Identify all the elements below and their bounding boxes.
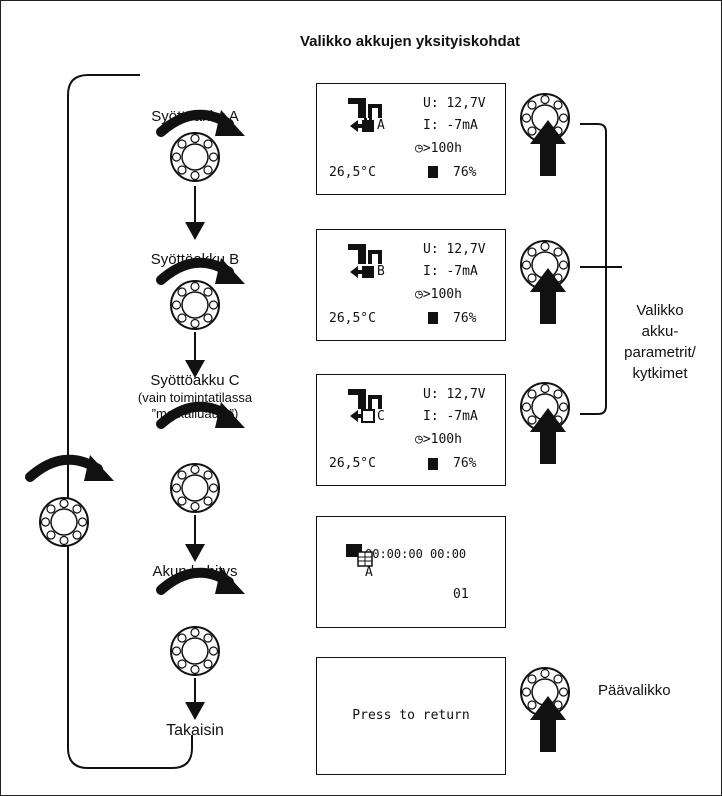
history-letter: A: [365, 565, 373, 580]
history-index: 01: [453, 587, 469, 602]
rotate-arrow-icon: [161, 110, 245, 136]
temperature-reading: 26,5°C: [329, 165, 376, 180]
battery-arrow-icon: [350, 266, 374, 278]
voltage-reading: U: 12,7V: [423, 242, 486, 257]
charger-icon: [348, 98, 382, 118]
lcd-screen-battery-a: U: 12,7V I: -7mA ◷>100h 26,5°C 76% A: [316, 83, 506, 195]
temperature-reading: 26,5°C: [329, 456, 376, 471]
history-timestamp: 00:00:00 00:00: [365, 547, 467, 561]
step-label-battery-c: Syöttöakku C: [150, 372, 240, 389]
time-remaining: ◷>100h: [415, 287, 462, 302]
bracket-line: [580, 123, 622, 415]
current-reading: I: -7mA: [423, 409, 478, 424]
charger-icon: [348, 244, 382, 264]
rotate-knob-icon: [39, 497, 89, 547]
lcd-screen-battery-c: U: 12,7V I: -7mA ◷>100h 26,5°C 76% C: [316, 374, 506, 486]
return-text: Press to return: [352, 708, 470, 723]
lcd-screen-return: Press to return: [316, 657, 506, 775]
parameter-menu-label-line: Valikko: [636, 302, 684, 319]
time-remaining: ◷>100h: [415, 432, 462, 447]
parameter-menu-label: Valikko akku- parametrit/ kytkimet: [610, 300, 710, 384]
battery-letter: A: [377, 118, 385, 133]
main-menu-label: Päävalikko: [598, 682, 671, 699]
voltage-reading: U: 12,7V: [423, 96, 486, 111]
parameter-menu-label-line: akku-: [641, 323, 679, 340]
step-note-line-1: (vain toimintatilassa: [137, 390, 253, 405]
diagram-title: Valikko akkujen yksityiskohdat: [299, 33, 521, 50]
current-reading: I: -7mA: [423, 264, 478, 279]
charge-icon: [428, 166, 438, 470]
rotate-arrow-icon: [30, 455, 114, 481]
battery-history-icon: [346, 544, 373, 567]
voltage-reading: U: 12,7V: [423, 387, 486, 402]
charge-level: 76%: [453, 311, 477, 326]
parameter-menu-label-line: kytkimet: [632, 365, 688, 382]
lcd-screen-history: 00:00:00 00:00 A 01: [316, 516, 506, 628]
rotate-knob-icon: [170, 463, 220, 513]
current-reading: I: -7mA: [423, 118, 478, 133]
battery-letter: C: [377, 409, 385, 424]
step-label-back: Takaisin: [166, 722, 224, 739]
rotate-arrow-icon: [161, 568, 245, 594]
rotate-arrow-icon: [161, 402, 245, 428]
flow-arrow: [185, 186, 205, 720]
time-remaining: ◷>100h: [415, 141, 462, 156]
return-loop-line: [67, 74, 193, 769]
temperature-reading: 26,5°C: [329, 311, 376, 326]
parameter-menu-label-line: parametrit/: [624, 344, 696, 361]
charge-level: 76%: [453, 456, 477, 471]
charge-level: 76%: [453, 165, 477, 180]
rotate-knob-icon: [170, 626, 220, 676]
battery-letter: B: [377, 264, 385, 279]
rotate-knob-icon: [170, 280, 220, 330]
rotate-arrow-icon: [161, 258, 245, 284]
charger-icon: [348, 389, 382, 409]
battery-arrow-icon: [350, 409, 375, 423]
lcd-screen-battery-b: U: 12,7V I: -7mA ◷>100h 26,5°C 76% B: [316, 229, 506, 341]
rotate-knob-icon: [170, 132, 220, 182]
battery-arrow-icon: [350, 118, 374, 132]
